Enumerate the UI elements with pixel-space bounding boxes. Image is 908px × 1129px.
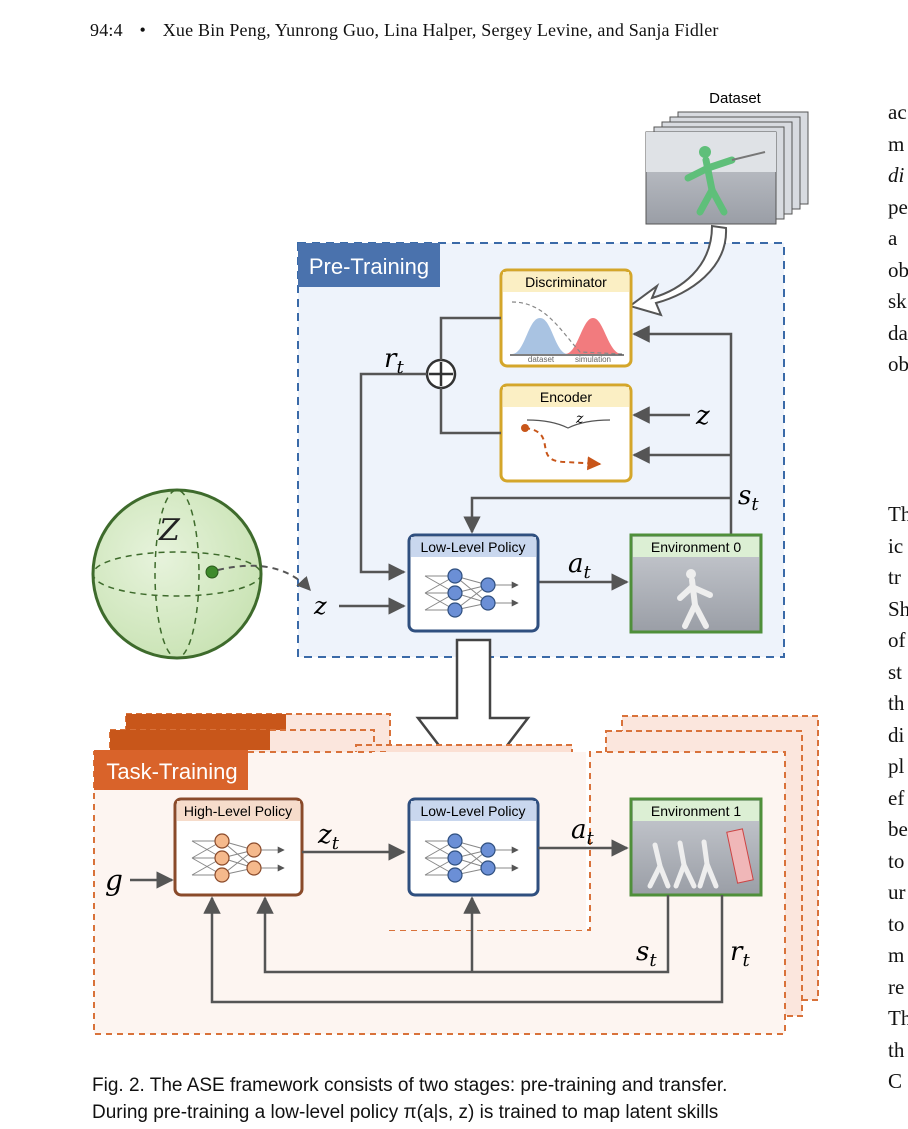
high-level-policy-box: High-Level Policy	[173, 797, 304, 897]
right-column-line: to	[888, 848, 905, 873]
right-column-line: C	[888, 1069, 903, 1093]
right-column-line: Th	[888, 502, 908, 526]
right-column-line: ob	[888, 352, 908, 376]
caption-line-2: During pre-training a low-level policy π…	[92, 1102, 719, 1123]
pretraining-tab	[298, 243, 440, 287]
state-to-low-level-policy	[463, 496, 731, 534]
right-column-line: a	[888, 226, 898, 250]
right-column-line: ac	[888, 100, 907, 124]
encoder-z-label: z	[575, 411, 584, 427]
right-column-line: pl	[888, 754, 905, 778]
encoder-to-sum	[439, 388, 501, 435]
right-column-bottom: Th ic tr Sh of st th di pl ef be to ur t…	[888, 499, 908, 1098]
dataset-arrow	[627, 224, 728, 317]
state-to-high-level-policy	[256, 895, 670, 974]
high-level-policy-label: High-Level Policy	[184, 803, 292, 819]
right-column-line: di	[888, 163, 905, 187]
reward-symbol-task: rt	[730, 937, 750, 971]
dataset-label: Dataset	[709, 90, 762, 107]
action-symbol-task: at	[571, 815, 595, 849]
right-column-line: da	[888, 320, 908, 345]
page-number: 94:4	[90, 20, 123, 40]
environment0-label: Environment 0	[651, 539, 741, 555]
environment0-character	[677, 577, 713, 629]
latent-sample-arrow	[217, 564, 311, 592]
right-column-line: th	[888, 691, 905, 715]
right-column-line: Th	[888, 1006, 908, 1030]
discriminator-label: Discriminator	[525, 274, 607, 290]
dataset-curve-label: dataset	[528, 355, 555, 364]
right-column-line: di	[888, 722, 905, 747]
discriminator-box: Discriminator dataset simulation	[499, 268, 633, 368]
goal-symbol: g	[105, 864, 123, 897]
right-column-line: pe	[888, 194, 908, 219]
environment1-label: Environment 1	[651, 803, 741, 819]
environment1-characters	[647, 839, 719, 889]
ase-framework-figure: Dataset Pre-Training Discriminator datas…	[91, 90, 819, 1035]
right-column-line: of	[888, 628, 906, 652]
right-column-line: ef	[888, 785, 905, 810]
right-column-line: m	[888, 943, 905, 967]
low-level-policy-label: Low-Level Policy	[420, 539, 525, 555]
right-column-line: th	[888, 1037, 905, 1062]
right-column-line: tr	[888, 565, 901, 589]
low-level-policy-task-label: Low-Level Policy	[420, 803, 525, 819]
dataset-stack: Dataset	[645, 90, 809, 225]
discriminator-to-sum	[439, 316, 501, 360]
latent-space-sphere: Z	[91, 488, 311, 660]
encoder-label: Encoder	[540, 389, 592, 405]
action-symbol: at	[568, 549, 592, 583]
author-list: Xue Bin Peng, Yunrong Guo, Lina Halper, …	[162, 20, 719, 40]
latent-symbol: zt	[317, 820, 340, 854]
low-level-policy-box: Low-Level Policy	[407, 533, 540, 633]
right-column-line: ur	[888, 880, 906, 904]
caption-line-1: Fig. 2. The ASE framework consists of tw…	[92, 1075, 728, 1096]
reward-to-policy	[359, 372, 427, 581]
task-training-tab	[94, 750, 248, 790]
character-figure	[684, 156, 736, 216]
low-level-policy-box-task: Low-Level Policy	[407, 797, 540, 897]
encoder-z-input: z	[695, 401, 710, 431]
environment1-box: Environment 1	[629, 797, 763, 897]
latent-space-label: Z	[158, 513, 181, 548]
task-training-label: Task-Training	[106, 759, 237, 784]
right-column-line: to	[888, 911, 905, 936]
reward-symbol: rt	[384, 344, 404, 378]
right-column-line: m	[888, 131, 905, 156]
simulation-curve-label: simulation	[575, 355, 611, 364]
target-block	[726, 828, 754, 884]
right-column-line: be	[888, 817, 908, 841]
right-column-top: ac m di pe a ob sk da ob	[888, 97, 908, 381]
simulation-distribution	[565, 318, 622, 354]
right-column-line: ob	[888, 257, 908, 282]
right-column-line: sk	[888, 289, 907, 313]
pretraining-label: Pre-Training	[309, 254, 429, 279]
header-bullet: •	[139, 20, 147, 40]
encoder-box: Encoder z	[499, 383, 633, 483]
right-column-line: re	[888, 974, 905, 999]
right-column-line: st	[888, 659, 903, 684]
right-column-line: ic	[888, 533, 904, 558]
z-input-symbol: z	[313, 592, 327, 620]
running-header: 94:4 • Xue Bin Peng, Yunrong Guo, Lina H…	[90, 20, 719, 41]
dataset-distribution	[512, 318, 568, 354]
environment0-box: Environment 0	[629, 533, 763, 634]
figure-caption: Fig. 2. The ASE framework consists of tw…	[92, 1072, 832, 1126]
state-symbol: st	[738, 481, 759, 515]
state-to-discriminator	[632, 325, 733, 535]
right-column-line: Sh	[888, 596, 908, 621]
state-symbol-task: st	[636, 937, 657, 971]
reward-to-high-level-policy	[203, 895, 724, 1004]
